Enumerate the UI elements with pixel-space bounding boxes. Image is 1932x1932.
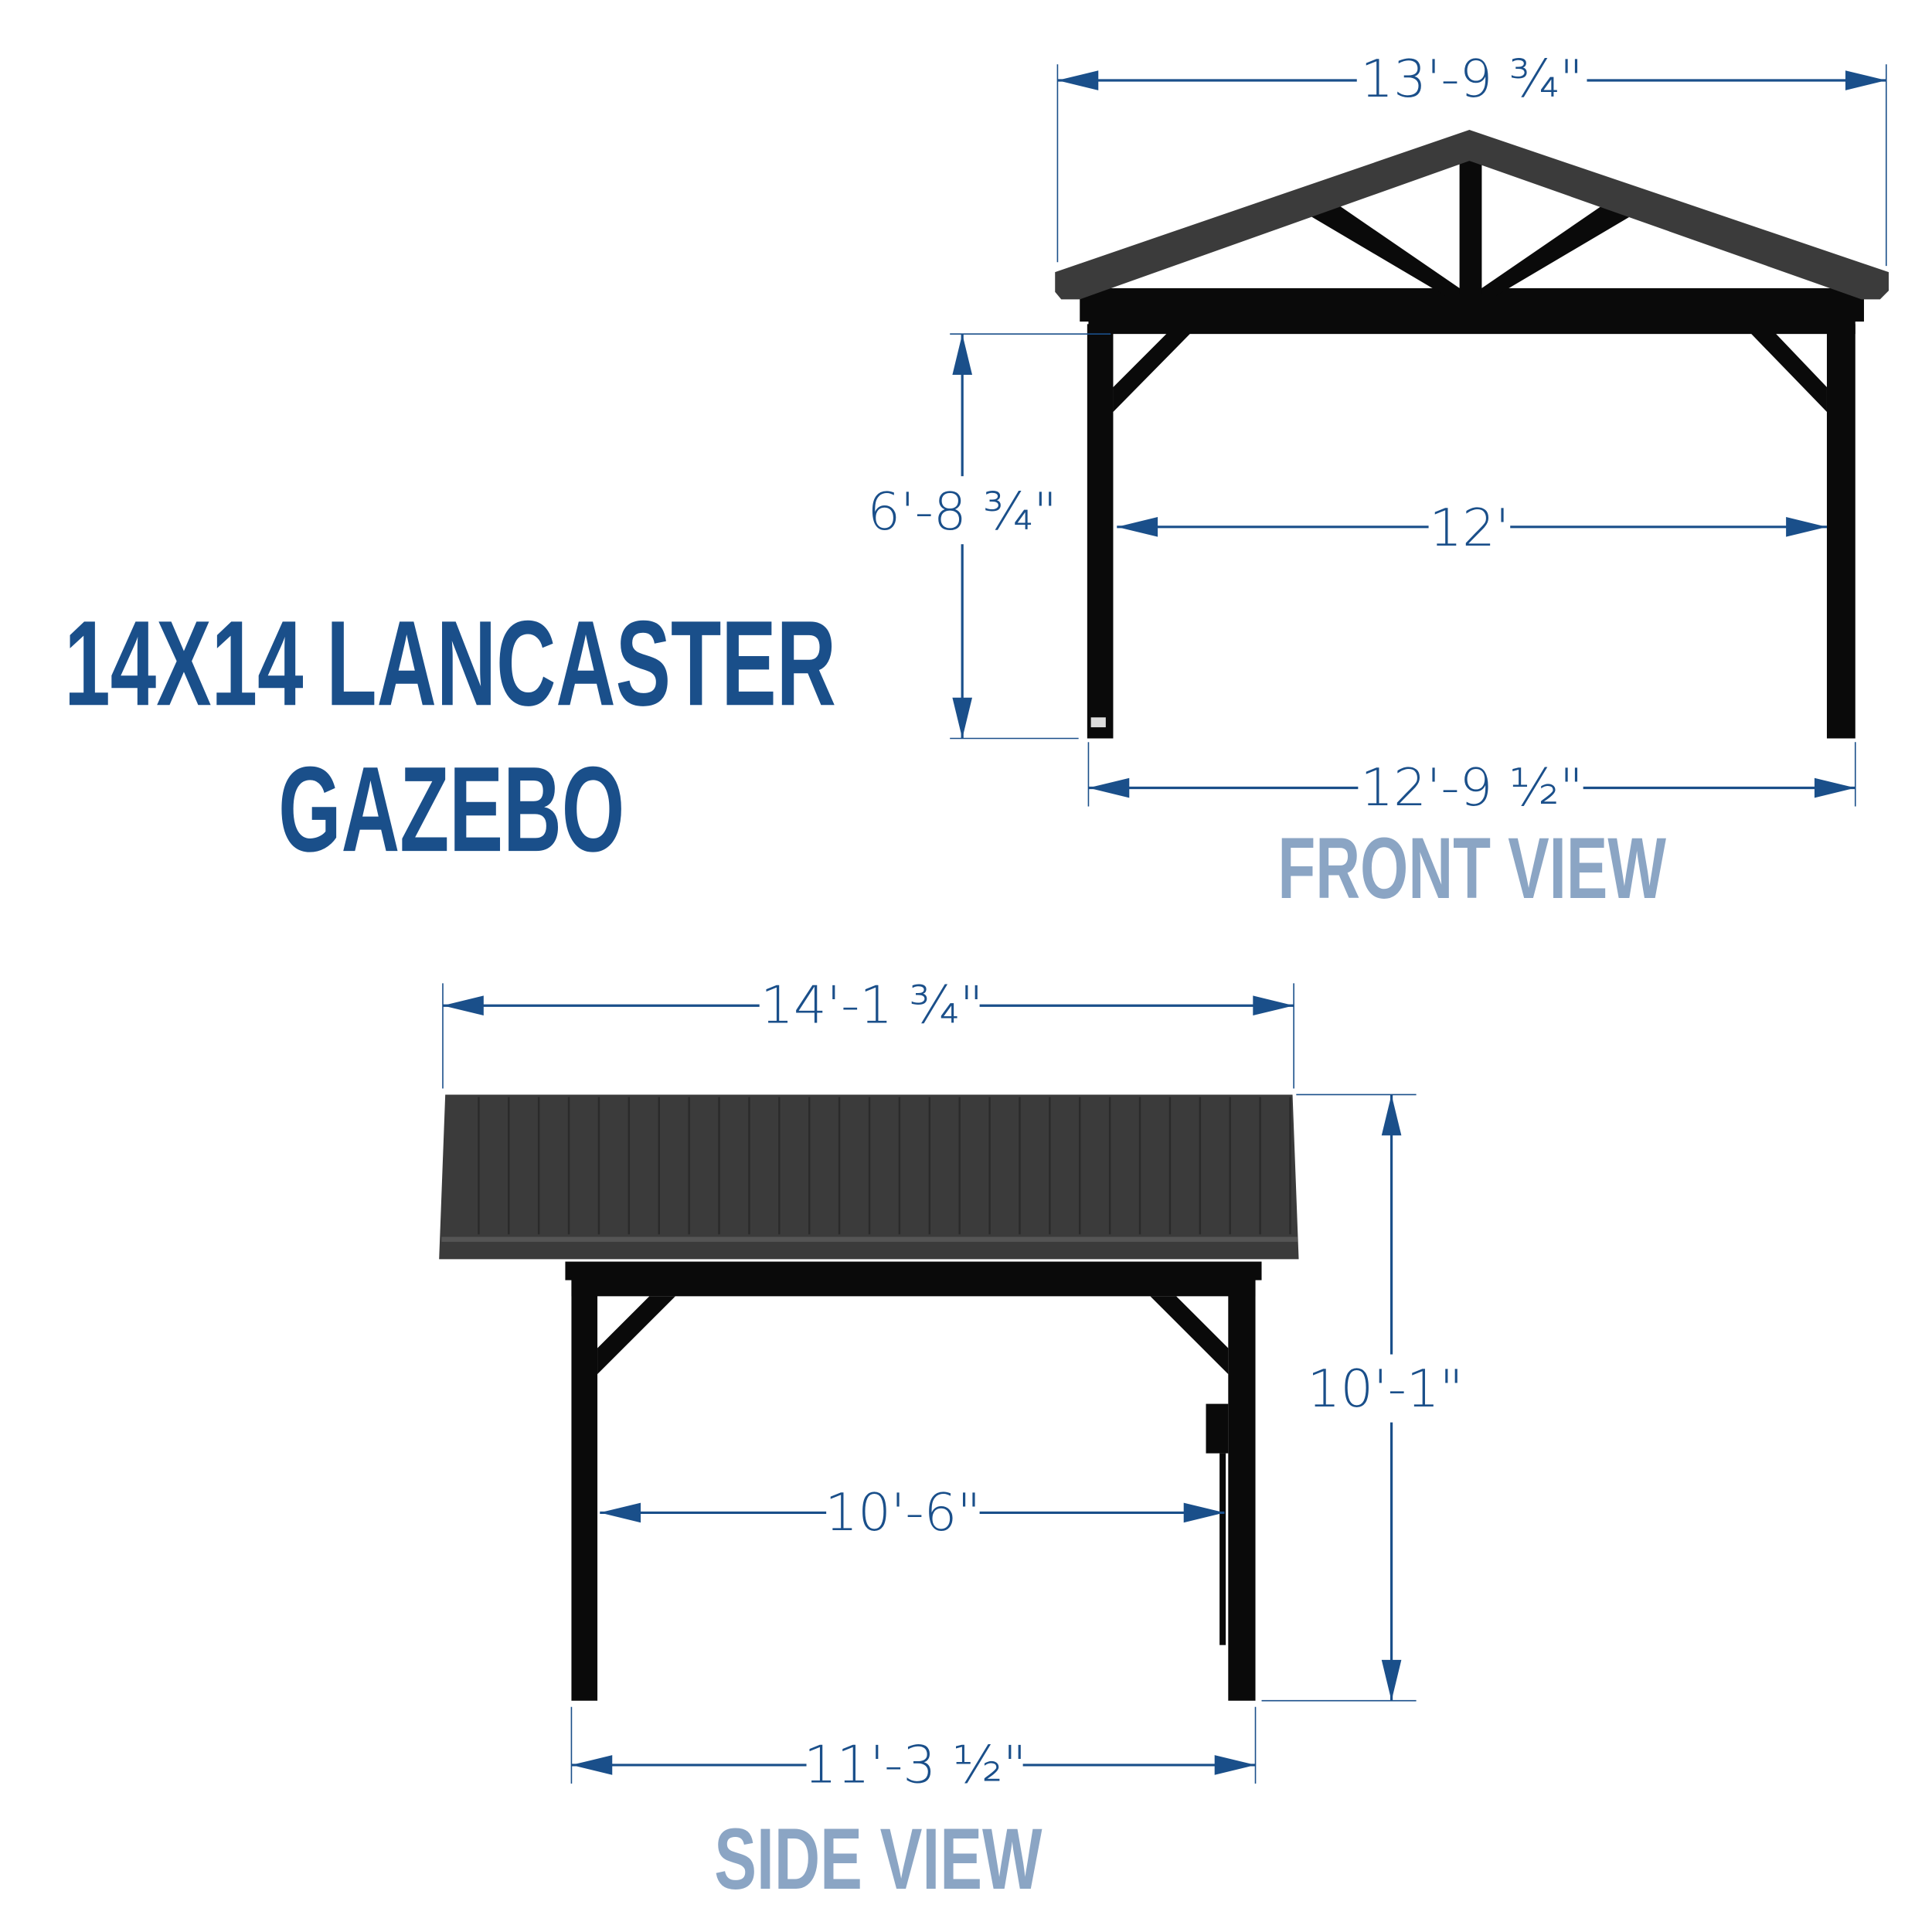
svg-text:14'-1 ¾": 14'-1 ¾"	[760, 975, 983, 1036]
front-height-dimension: 6'-8 ¾"	[859, 333, 1111, 740]
side-roof-length-dimension: 14'-1 ¾"	[442, 971, 1294, 1089]
side-height-dimension: 10'-1"	[1261, 1094, 1466, 1702]
svg-text:10'-1": 10'-1"	[1308, 1359, 1464, 1419]
side-right-post	[1228, 1280, 1256, 1701]
front-view-drawing: 13'-9 ¾" 6'-8 ¾" 12' 12'-9 ½" F	[859, 43, 1889, 917]
front-view-label: FRONT VIEW	[1277, 820, 1666, 917]
side-view-label: SIDE VIEW	[714, 1811, 1042, 1907]
side-base-width-dimension: 11'-3 ½"	[570, 1706, 1257, 1800]
svg-text:10'-6": 10'-6"	[825, 1482, 981, 1543]
side-inner-width-dimension: 10'-6"	[600, 1478, 1225, 1546]
title-line-1: 14X14 LANCASTER	[64, 596, 836, 731]
title-line-2: GAZEBO	[278, 742, 624, 877]
svg-text:13'-9 ¾": 13'-9 ¾"	[1360, 49, 1583, 109]
front-roof-width-dimension: 13'-9 ¾"	[1056, 43, 1887, 267]
svg-text:6'-8 ¾": 6'-8 ¾"	[867, 481, 1057, 542]
svg-text:11'-3 ½": 11'-3 ½"	[804, 1734, 1026, 1794]
side-view-drawing: 14'-1 ¾" 10'-1" 10'-6" 11'-3 ½"	[439, 971, 1466, 1907]
title: 14X14 LANCASTER GAZEBO	[64, 596, 836, 877]
side-left-post	[571, 1280, 598, 1701]
front-right-post	[1826, 324, 1855, 739]
front-inner-width-dimension: 12'	[1117, 492, 1827, 561]
front-base-width-dimension: 12'-9 ½"	[1087, 742, 1856, 823]
front-left-post	[1087, 324, 1114, 739]
svg-text:12': 12'	[1429, 498, 1509, 558]
svg-text:12'-9 ½": 12'-9 ½"	[1360, 757, 1583, 818]
